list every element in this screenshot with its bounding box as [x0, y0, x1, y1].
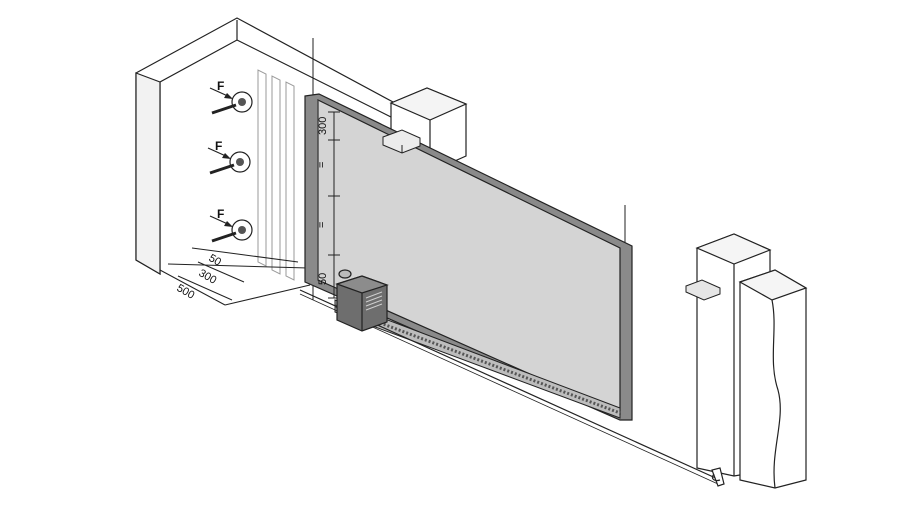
- force-label-middle: F: [215, 139, 222, 153]
- force-label-top: F: [217, 79, 224, 93]
- equal-mark-upper: =: [316, 162, 328, 168]
- ground-dimensions: [159, 247, 311, 306]
- ground-stopper: [711, 467, 725, 487]
- photocell-bracket: [685, 279, 721, 301]
- force-label-bottom: F: [217, 207, 224, 221]
- anchor-bolt-top: [209, 87, 253, 115]
- gear-rack: [334, 299, 621, 419]
- right-pillars: [695, 233, 808, 489]
- gate-panel: [304, 93, 633, 421]
- wall-side-face: [135, 72, 161, 276]
- wall-post-guides: [257, 69, 295, 281]
- dim-300-vertical-label: 300: [317, 117, 329, 135]
- left-wall: [135, 17, 394, 276]
- dim-50-vertical-label: 50: [317, 273, 329, 285]
- anchor-bolt-middle: [207, 147, 251, 175]
- dim-500-ground-label: 500: [175, 282, 197, 302]
- dim-300-ground-label: 300: [197, 267, 219, 287]
- equal-mark-lower: =: [316, 222, 328, 228]
- gate-motor: [335, 269, 389, 332]
- dim-50-ground-label: 50: [207, 252, 224, 269]
- top-guide-bracket: [382, 129, 421, 154]
- anchor-bolt-bottom: [209, 215, 253, 243]
